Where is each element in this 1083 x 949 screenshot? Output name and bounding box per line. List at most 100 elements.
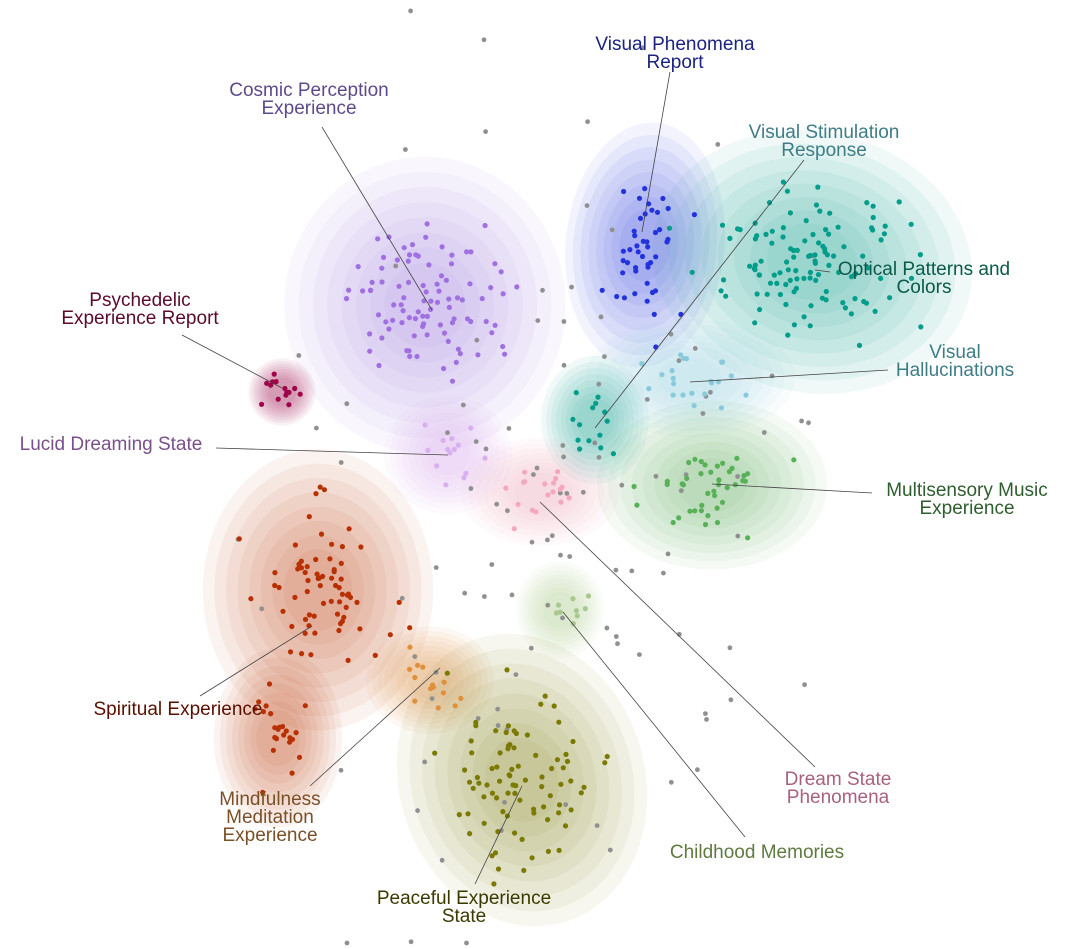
density-ring — [608, 408, 816, 562]
data-point — [718, 288, 724, 294]
cluster-label-line: Mindfulness — [219, 789, 320, 810]
data-point — [817, 208, 823, 214]
noise-point — [567, 554, 573, 559]
data-point — [357, 626, 363, 632]
data-point — [720, 460, 726, 466]
noise-point — [637, 652, 642, 657]
points-cosmic-perception — [343, 221, 520, 384]
data-point — [369, 279, 375, 285]
data-point — [555, 469, 561, 475]
noise-point — [619, 482, 625, 488]
data-point — [327, 556, 333, 562]
data-point — [777, 270, 783, 276]
data-point — [686, 459, 692, 466]
data-point — [545, 848, 552, 855]
data-point — [338, 576, 344, 582]
data-point — [556, 810, 562, 816]
data-point — [732, 482, 739, 488]
density-ring — [606, 330, 774, 426]
data-point — [581, 784, 587, 790]
data-point — [562, 823, 569, 829]
noise-point — [594, 823, 600, 828]
data-point — [820, 243, 826, 249]
data-point — [620, 258, 626, 264]
data-point — [826, 231, 832, 237]
data-point — [467, 779, 473, 785]
cluster-label-line: Hallucinations — [896, 360, 1014, 381]
data-point — [328, 598, 334, 604]
noise-point — [596, 381, 602, 387]
density-ring — [248, 358, 316, 426]
noise-point — [609, 227, 615, 233]
data-point — [545, 817, 551, 823]
noise-point — [429, 696, 435, 701]
data-point — [434, 281, 440, 287]
data-point — [870, 214, 876, 221]
data-point — [553, 475, 559, 482]
data-point — [578, 790, 584, 796]
data-point — [468, 738, 474, 744]
cluster-label-line: Multisensory Music — [886, 480, 1048, 501]
data-point — [463, 470, 469, 476]
data-point — [841, 244, 847, 250]
noise-point — [728, 697, 734, 703]
cluster-label-line: Experience Report — [61, 308, 219, 329]
data-point — [482, 222, 488, 229]
data-point — [570, 416, 576, 422]
data-point — [412, 316, 418, 322]
data-point — [337, 599, 343, 605]
data-point — [570, 596, 576, 602]
data-point — [602, 760, 608, 766]
data-point — [256, 699, 262, 705]
data-point — [289, 623, 295, 630]
data-point — [464, 316, 471, 322]
noise-point — [558, 552, 563, 558]
data-point — [653, 254, 659, 260]
data-point — [595, 394, 601, 400]
cluster-label-line: Visual Phenomena — [595, 34, 755, 55]
data-point — [398, 302, 404, 308]
density-spiritual — [202, 449, 434, 731]
data-point — [358, 544, 364, 550]
data-point — [531, 806, 537, 812]
data-point — [652, 288, 659, 294]
noise-point — [338, 460, 344, 465]
noise-point — [561, 454, 566, 460]
data-point — [566, 495, 572, 501]
data-point — [577, 446, 583, 452]
data-point — [645, 264, 651, 270]
data-point — [441, 679, 447, 685]
noise-point — [613, 567, 619, 573]
data-point — [481, 820, 487, 826]
data-point — [780, 225, 787, 231]
density-ring — [555, 374, 635, 466]
data-point — [318, 531, 325, 537]
data-point — [492, 850, 499, 856]
cluster-label-spiritual: Spiritual Experience — [94, 699, 263, 720]
cluster-label-line: Experience — [261, 98, 356, 119]
density-ring — [390, 645, 470, 715]
data-point — [268, 711, 274, 717]
data-point — [266, 681, 273, 687]
data-point — [489, 790, 496, 796]
noise-point — [535, 318, 541, 323]
data-point — [670, 392, 676, 398]
data-point — [679, 481, 685, 487]
data-point — [887, 295, 893, 301]
data-point — [726, 469, 733, 475]
data-point — [691, 403, 697, 409]
data-point — [551, 703, 557, 709]
data-point — [423, 234, 429, 240]
noise-point — [408, 939, 414, 945]
data-point — [311, 613, 317, 619]
noise-point — [668, 331, 674, 337]
data-point — [549, 765, 555, 772]
data-point — [533, 752, 539, 759]
data-point — [551, 480, 557, 486]
data-point — [432, 750, 438, 756]
data-point — [304, 564, 310, 570]
noise-point — [505, 508, 510, 514]
